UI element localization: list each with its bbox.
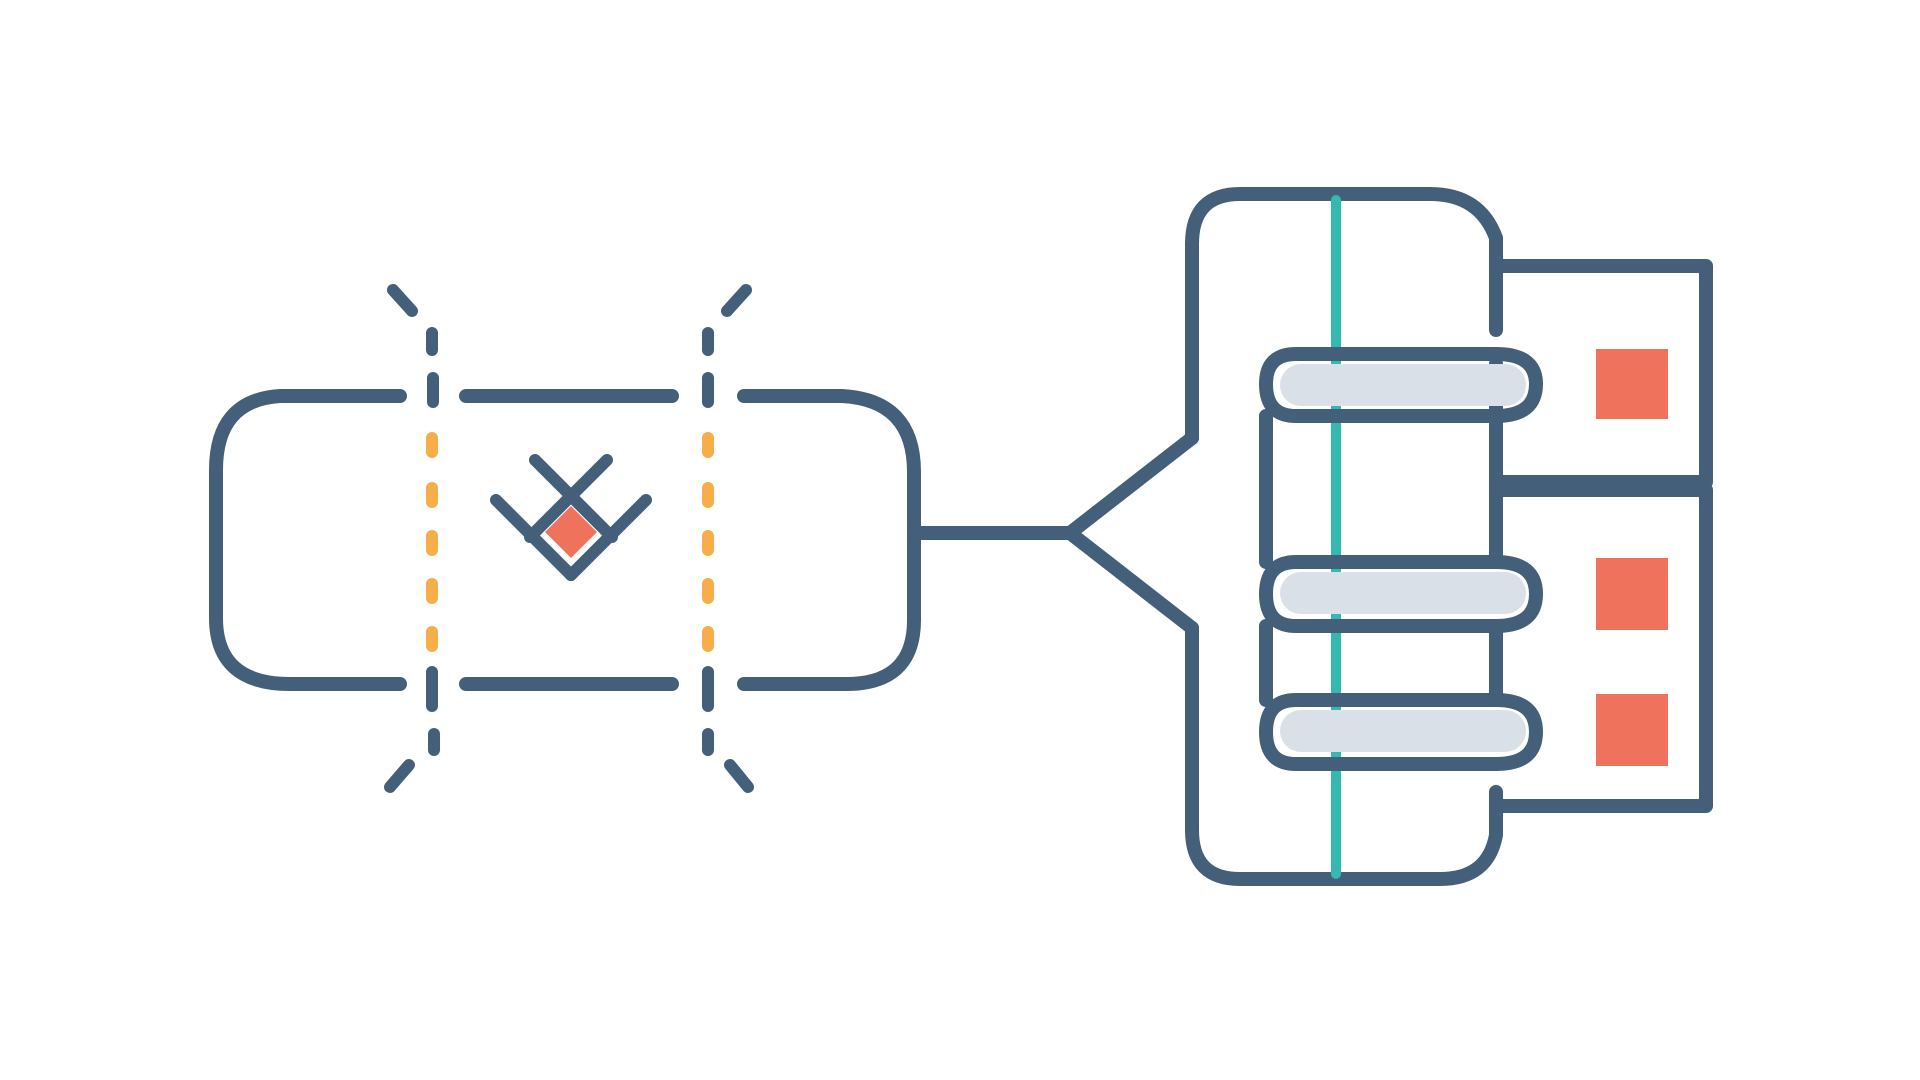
branch-down	[1063, 526, 1199, 635]
server-outer-outline	[1185, 187, 1503, 886]
server-row-3	[1259, 693, 1668, 771]
right-link-outline	[737, 389, 921, 691]
status-square-2	[1596, 558, 1668, 630]
row-separators	[1259, 409, 1503, 707]
server-row-2-pill	[1280, 572, 1526, 614]
status-square-1	[1596, 349, 1668, 419]
broken-link-icon	[209, 284, 921, 793]
left-link-outline	[209, 389, 407, 691]
side-panel-outline	[1489, 259, 1713, 813]
server-row-3-outline	[1259, 693, 1543, 771]
branch-up	[1063, 431, 1199, 540]
middle-link-outline	[459, 389, 679, 691]
status-square-3	[1596, 694, 1668, 766]
server-row-2	[1259, 555, 1668, 633]
cross-mark-icon	[490, 454, 652, 581]
right-break-markers	[702, 284, 754, 793]
server-row-3-pill	[1280, 710, 1526, 752]
left-break-markers	[384, 284, 440, 793]
branch-connector-icon	[907, 431, 1199, 635]
server-stack-icon	[1185, 187, 1713, 886]
server-row-1-pill	[1280, 364, 1526, 406]
server-row-1	[1259, 347, 1668, 423]
